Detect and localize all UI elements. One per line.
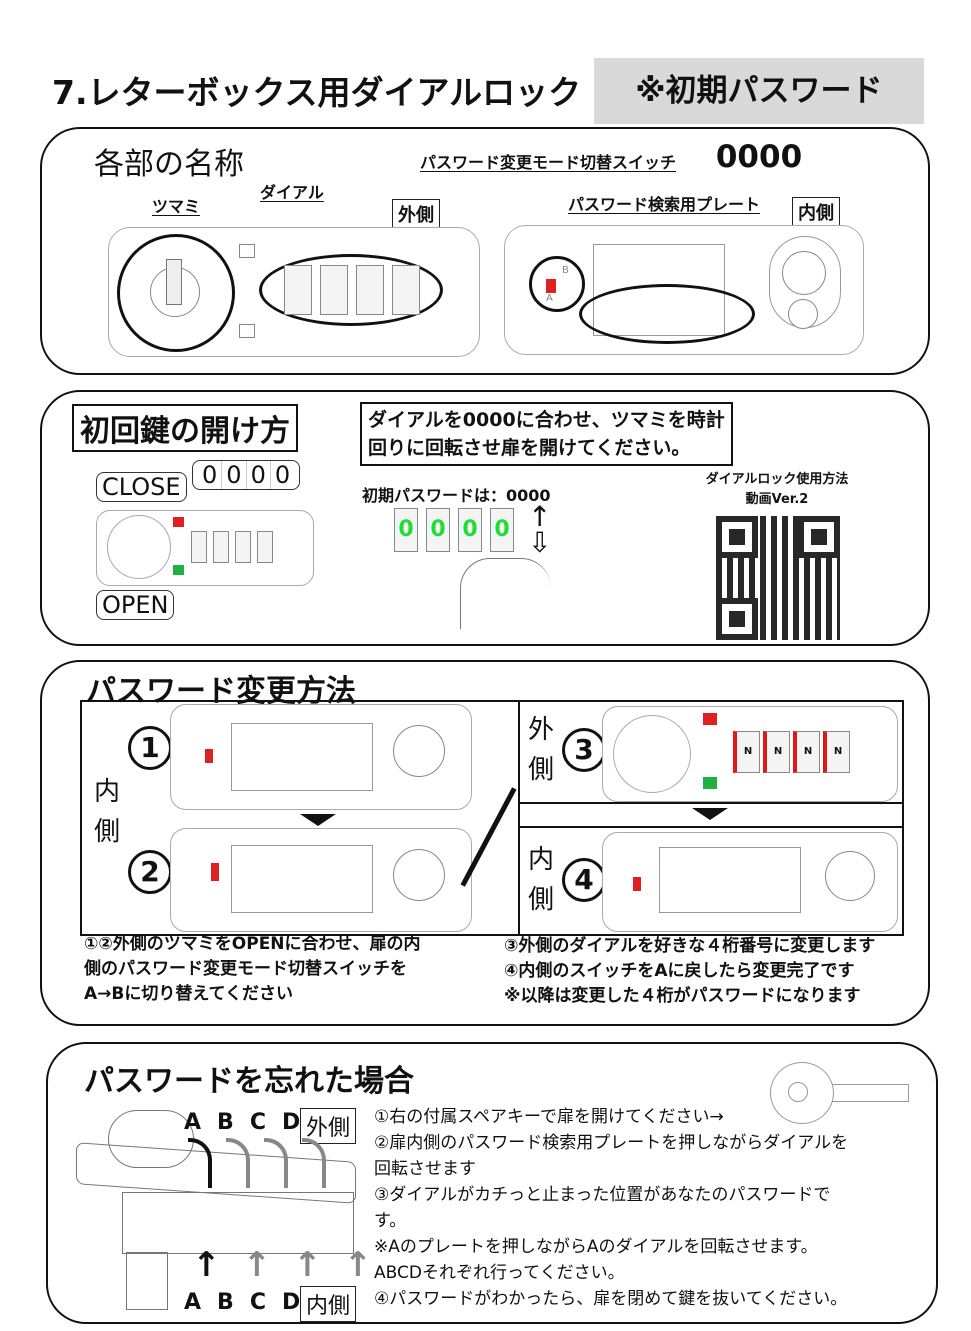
dial-label: ダイアル <box>260 183 324 202</box>
outside-label: 外側 <box>300 1108 357 1144</box>
outside-label: 外側 <box>392 199 440 229</box>
mode-switch-label: パスワード変更モード切替スイッチ <box>420 153 677 172</box>
dial-digits-bubble: 0 0 0 0 <box>192 460 301 490</box>
close-label: CLOSE <box>96 472 187 502</box>
video-caption: ダイアルロック使用方法 動画Ver.2 <box>705 472 849 507</box>
change-heading: パスワード変更方法 <box>86 674 356 709</box>
up-down-arrow-icon: ↑⇩ <box>528 500 552 559</box>
bottom-letters: A B C D <box>184 1290 301 1315</box>
lock-closed-icon <box>239 244 255 258</box>
lock-open-icon <box>173 565 184 575</box>
initial-password-badge: ※初期パスワード 0000 <box>594 58 924 175</box>
forgot-heading: パスワードを忘れた場合 <box>84 1064 414 1099</box>
first-open-heading: 初回鍵の開け方 <box>72 404 298 452</box>
green-dials: 0 0 0 0 <box>394 508 514 552</box>
step-3-box: 外 側 3 N N N N <box>520 702 902 804</box>
step-2-number: 2 <box>128 850 172 894</box>
step-1-number: 1 <box>128 726 172 770</box>
steps-frame: 内 側 1 2 外 側 3 N <box>80 700 904 936</box>
forgot-password-panel: パスワードを忘れた場合 A B C D 外側 ↑ ↑ ↑ ↑ A B C D 内… <box>46 1042 938 1324</box>
open-label: OPEN <box>96 590 175 620</box>
forgot-instructions: ①右の付属スペアキーで扉を開けてください→ ②扉内側のパスワード検索用プレートを… <box>374 1107 849 1309</box>
dial-group <box>259 254 443 326</box>
change-instructions-right: ③外側のダイアルを好きな４桁番号に変更します ④内側のスイッチをAに戻したら変更… <box>504 936 876 1006</box>
step-2-diagram <box>170 828 472 932</box>
spare-key-icon <box>770 1062 910 1124</box>
inside-side-label-4: 内 側 <box>527 845 554 915</box>
parts-heading: 各部の名称 <box>94 147 244 182</box>
qr-code-icon[interactable] <box>716 516 840 640</box>
step-4-diagram <box>602 832 898 932</box>
outside-lock-diagram <box>108 227 480 357</box>
search-plate-label: パスワード検索用プレート <box>568 195 761 214</box>
step-4-box: 内 側 4 <box>520 826 902 936</box>
inside-lock-diagram: B A <box>504 225 864 355</box>
knob-icon <box>107 515 171 579</box>
step-3-diagram: N N N N <box>602 706 898 802</box>
page-title: 7.レターボックス用ダイアルロック <box>52 73 582 112</box>
inside-label: 内側 <box>300 1286 357 1322</box>
top-letters: A B C D <box>184 1110 301 1135</box>
lock-open-icon <box>239 324 255 338</box>
first-open-panel: 初回鍵の開け方 ダイアルを0000に合わせ、ツマミを時計 回りに回転させ扉を開け… <box>40 390 930 646</box>
switch-slider <box>546 279 556 293</box>
change-instructions-left: ①②外側のツマミをOPENに合わせ、扉の内 側のパスワード変更モード切替スイッチ… <box>84 934 421 1004</box>
down-arrow-icon <box>300 814 336 826</box>
knob-label: ツマミ <box>152 197 201 216</box>
step-4-number: 4 <box>562 858 606 902</box>
curved-arrows-icon <box>188 1138 326 1188</box>
knob-icon <box>117 234 235 352</box>
outside-side-label: 外 側 <box>527 715 554 785</box>
search-plate-group <box>579 284 755 344</box>
initial-password-caption: 初期パスワードは：0000 <box>362 486 551 505</box>
first-open-instruction: ダイアルを0000に合わせ、ツマミを時計 回りに回転させ扉を開けてください。 <box>360 402 733 466</box>
inside-label: 内側 <box>792 197 840 227</box>
finger-icon <box>460 558 551 629</box>
inside-knob-icon <box>769 236 841 329</box>
change-password-panel: パスワード変更方法 内 側 1 2 外 側 3 <box>40 660 930 1026</box>
right-col-divider <box>518 702 520 934</box>
down-arrow-icon <box>692 808 728 820</box>
step-1-diagram <box>170 704 472 810</box>
outside-lock-small <box>96 510 314 586</box>
parts-panel: 各部の名称 ツマミ ダイアル 外側 パスワード変更モード切替スイッチ パスワード… <box>40 127 930 375</box>
inside-side-label: 内 側 <box>93 777 120 847</box>
mode-switch-circle: B A <box>529 256 585 312</box>
step-3-number: 3 <box>562 728 606 772</box>
lock-closed-icon <box>173 517 184 527</box>
up-arrows-icon: ↑ ↑ ↑ ↑ <box>192 1245 372 1285</box>
